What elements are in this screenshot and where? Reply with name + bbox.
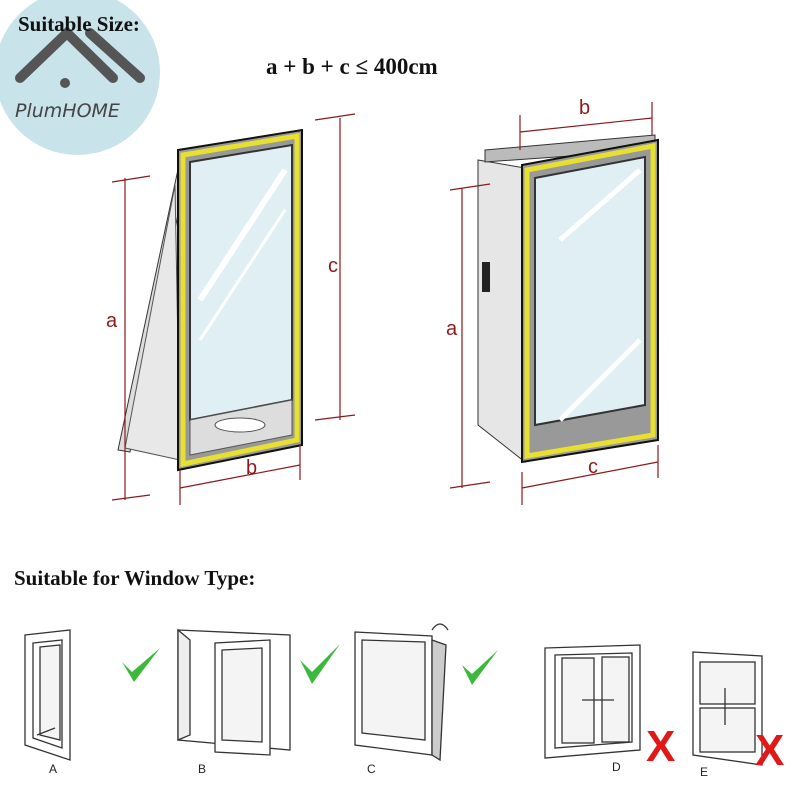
right-dimension-a: a <box>446 318 458 340</box>
right-dimension-c: c <box>588 456 598 478</box>
cross-icon: X <box>646 722 675 771</box>
type-label-e: E <box>700 765 709 779</box>
left-dimension-c: c <box>328 255 338 277</box>
window-type-a <box>24 629 71 761</box>
suitable-size-heading: Suitable Size: <box>18 12 140 36</box>
window-type-heading: Suitable for Window Type: <box>14 566 256 590</box>
window-type-b <box>177 628 291 756</box>
left-window-diagram <box>111 113 356 505</box>
type-label-c: C <box>367 762 376 776</box>
type-label-a: A <box>49 762 58 776</box>
right-window-diagram <box>449 102 659 505</box>
check-icon <box>462 650 498 685</box>
right-dimension-b: b <box>579 97 591 119</box>
type-label-b: B <box>198 762 207 776</box>
house-roof-icon <box>15 26 145 88</box>
window-type-e <box>692 651 763 766</box>
brand-logo <box>0 0 160 155</box>
check-icon <box>122 648 160 682</box>
left-dimension-b: b <box>246 457 258 479</box>
brand-name: PlumHOME <box>15 100 120 122</box>
size-formula: a + b + c ≤ 400cm <box>266 54 438 79</box>
left-dimension-a: a <box>106 310 118 332</box>
cross-icon: X <box>755 726 784 775</box>
check-icon <box>300 644 340 684</box>
type-label-d: D <box>612 760 621 774</box>
window-type-d <box>544 644 641 759</box>
window-type-c <box>354 623 449 762</box>
